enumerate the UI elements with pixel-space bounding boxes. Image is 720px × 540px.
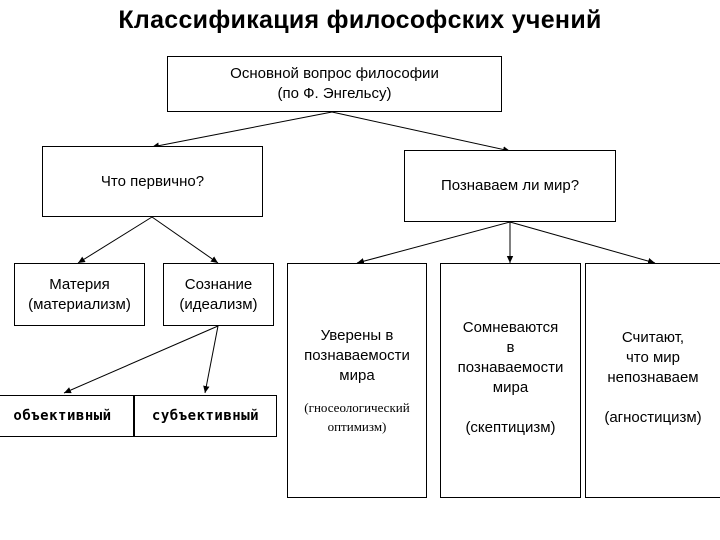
doubt-text: Сомневаются в познаваемости мира — [457, 319, 564, 396]
arrow-to-consciousness — [151, 216, 219, 264]
matter-term: (материализм) — [28, 295, 131, 313]
primary-question-label: Что первично? — [100, 172, 205, 190]
knowable-question-box: Познаваем ли мир? — [404, 150, 616, 222]
arrow-to-objective — [63, 325, 219, 394]
primary-question-box: Что первично? — [42, 146, 263, 217]
arrow-to-knowable-question — [331, 111, 511, 153]
objective-label: объективный — [13, 408, 112, 424]
matter-box: Материя (материализм) — [14, 263, 145, 326]
main-question-line1: Основной вопрос философии — [230, 65, 439, 82]
consciousness-term: (идеализм) — [179, 295, 258, 313]
consciousness-box: Сознание (идеализм) — [163, 263, 274, 326]
confident-box: Уверены в познаваемости мира (гносеологи… — [287, 263, 427, 498]
main-question-box: Основной вопрос философии (по Ф. Энгельс… — [167, 56, 502, 112]
unknowable-box: Считают, что мир непознаваем (агностициз… — [585, 263, 720, 498]
arrow-to-matter — [77, 216, 153, 264]
arrow-to-subjective — [203, 325, 219, 394]
confident-term: (гносеологический оптимизм) — [304, 399, 410, 434]
subjective-idealism-box: субъективный — [134, 395, 277, 437]
diagram-title: Классификация философских учений — [118, 6, 602, 34]
subjective-label: субъективный — [151, 408, 260, 424]
doubt-box: Сомневаются в познаваемости мира (скепти… — [440, 263, 581, 498]
unknowable-text: Считают, что мир непознаваем — [607, 329, 699, 386]
consciousness-label: Сознание — [184, 275, 253, 293]
arrow-to-primary-question — [151, 111, 333, 149]
objective-idealism-box: объективный — [0, 395, 134, 437]
knowable-question-label: Познаваем ли мир? — [440, 177, 580, 194]
arrow-to-unknowable — [509, 221, 656, 265]
main-question-line2: (по Ф. Энгельсу) — [277, 85, 392, 102]
matter-label: Материя — [49, 275, 110, 293]
doubt-term: (скептицизм) — [465, 419, 556, 436]
confident-text: Уверены в познаваемости мира — [304, 326, 410, 384]
arrow-to-confident — [356, 221, 511, 265]
unknowable-term: (агностицизм) — [604, 409, 702, 426]
